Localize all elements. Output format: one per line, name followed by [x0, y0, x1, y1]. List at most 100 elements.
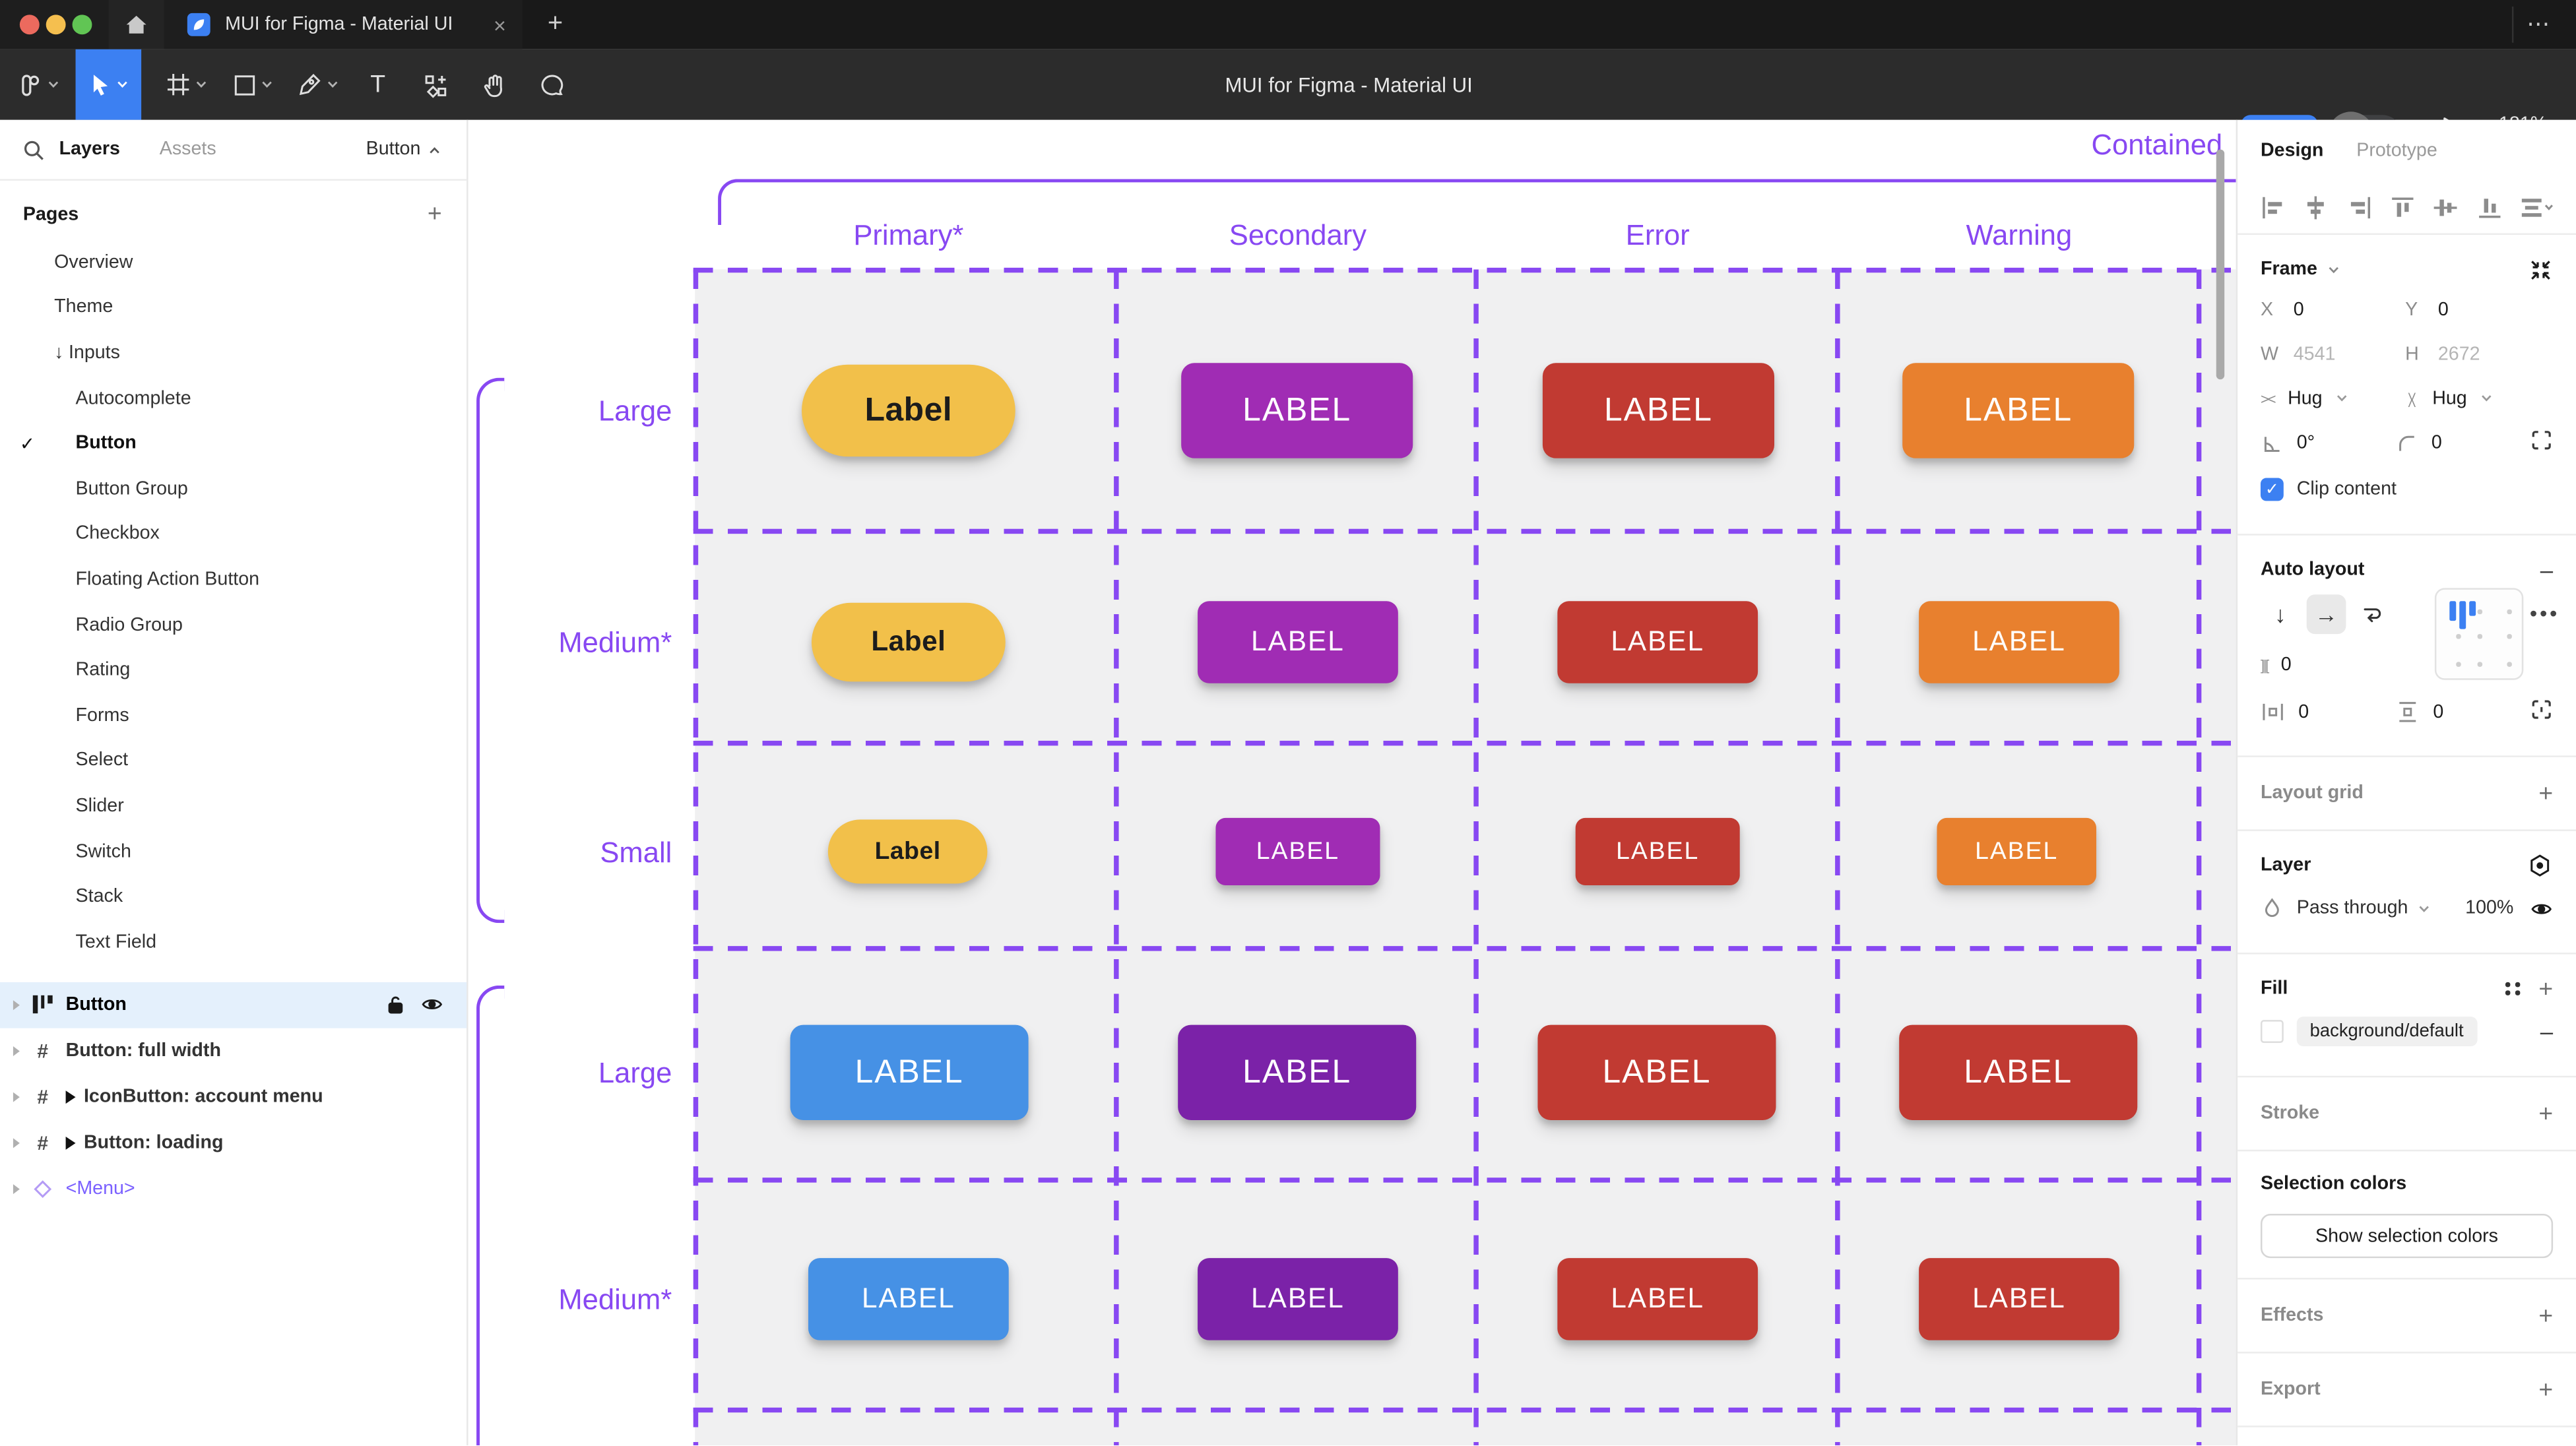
- main-menu-button[interactable]: [13, 49, 63, 120]
- align-bottom-icon[interactable]: [2475, 193, 2503, 221]
- tab-assets[interactable]: Assets: [159, 139, 216, 160]
- page-item-rating[interactable]: Rating: [0, 648, 467, 693]
- blend-mode-dropdown[interactable]: Pass through: [2296, 898, 2408, 918]
- canvas-button[interactable]: LABEL: [1919, 601, 2119, 683]
- canvas-button[interactable]: Label: [827, 819, 988, 884]
- vertical-resizing-dropdown[interactable]: >< Hug: [2404, 389, 2550, 408]
- page-item-checkbox[interactable]: Checkbox: [0, 512, 467, 557]
- add-export-button[interactable]: +: [2538, 1375, 2554, 1404]
- tab-design[interactable]: Design: [2260, 140, 2324, 160]
- align-top-icon[interactable]: [2389, 193, 2416, 221]
- expand-caret-icon[interactable]: [13, 999, 20, 1009]
- add-stroke-button[interactable]: +: [2538, 1099, 2554, 1128]
- frame-title[interactable]: Contained: [2091, 128, 2223, 162]
- new-tab-button[interactable]: +: [547, 9, 564, 38]
- align-left-icon[interactable]: [2259, 193, 2286, 221]
- fill-color-swatch[interactable]: [2260, 1020, 2284, 1044]
- canvas-scrollbar[interactable]: [2216, 149, 2225, 380]
- horizontal-padding-field[interactable]: 0: [2261, 700, 2395, 724]
- search-icon[interactable]: [23, 139, 44, 160]
- page-selector-dropdown[interactable]: Button: [366, 140, 441, 160]
- visibility-eye-icon[interactable]: [420, 995, 443, 1013]
- remove-fill-button[interactable]: –: [2540, 1018, 2554, 1045]
- canvas-button[interactable]: LABEL: [1215, 817, 1380, 886]
- layer-row-iconbutton-account-menu[interactable]: # IconButton: account menu: [0, 1073, 467, 1119]
- page-item-switch[interactable]: Switch: [0, 829, 467, 875]
- canvas-button[interactable]: LABEL: [1537, 1024, 1776, 1121]
- canvas-button[interactable]: LABEL: [1937, 817, 2096, 886]
- layer-opacity-value[interactable]: 100%: [2465, 898, 2514, 918]
- canvas-button[interactable]: LABEL: [808, 1258, 1009, 1340]
- minimize-window-button[interactable]: [46, 15, 66, 35]
- page-item-inputs[interactable]: ↓Inputs: [0, 330, 467, 376]
- frame-section-title[interactable]: Frame: [2260, 259, 2317, 280]
- canvas-button[interactable]: Label: [811, 602, 1006, 682]
- frame-tool[interactable]: [158, 49, 214, 120]
- pen-tool[interactable]: [289, 49, 345, 120]
- maximize-window-button[interactable]: [72, 15, 92, 35]
- alignment-widget[interactable]: [2434, 588, 2524, 680]
- layout-vertical-button[interactable]: ↓: [2274, 601, 2286, 628]
- rotation-field[interactable]: 0°: [2261, 431, 2395, 455]
- fill-style-chip[interactable]: background/default: [2296, 1017, 2477, 1047]
- page-item-button-group[interactable]: Button Group: [0, 466, 467, 512]
- unlock-icon[interactable]: [385, 993, 406, 1015]
- page-item-text-field[interactable]: Text Field: [0, 920, 467, 965]
- canvas-button[interactable]: Label: [802, 364, 1015, 457]
- layout-horizontal-button[interactable]: →: [2306, 594, 2346, 635]
- layer-row-button-loading[interactable]: # Button: loading: [0, 1119, 467, 1166]
- canvas-button[interactable]: LABEL: [1198, 601, 1398, 683]
- canvas-button[interactable]: LABEL: [1198, 1258, 1398, 1340]
- page-item-radio-group[interactable]: Radio Group: [0, 602, 467, 648]
- align-vertical-center-icon[interactable]: [2432, 193, 2460, 221]
- canvas[interactable]: Contained Primary* Secondary Error Warni…: [468, 119, 2236, 1446]
- vertical-padding-field[interactable]: 0: [2395, 700, 2530, 724]
- shape-tool[interactable]: [225, 49, 281, 120]
- page-item-slider[interactable]: Slider: [0, 784, 467, 829]
- tab-prototype[interactable]: Prototype: [2356, 140, 2437, 160]
- show-selection-colors-button[interactable]: Show selection colors: [2260, 1213, 2554, 1259]
- expand-caret-icon[interactable]: [13, 1091, 20, 1102]
- canvas-button[interactable]: LABEL: [790, 1024, 1029, 1121]
- auto-layout-more-options[interactable]: •••: [2529, 601, 2560, 626]
- individual-padding-button[interactable]: [2530, 698, 2553, 726]
- item-spacing-field[interactable]: ]|[ 0: [2261, 654, 2405, 674]
- page-item-button[interactable]: ✓Button: [0, 421, 467, 466]
- text-tool[interactable]: T: [355, 49, 401, 120]
- move-tool-selected[interactable]: [75, 49, 142, 120]
- align-horizontal-center-icon[interactable]: [2302, 193, 2330, 221]
- add-fill-button[interactable]: +: [2538, 974, 2554, 1003]
- horizontal-resizing-dropdown[interactable]: >< Hug: [2261, 389, 2405, 408]
- file-tab[interactable]: MUI for Figma - Material UI ×: [164, 0, 523, 49]
- tab-layers[interactable]: Layers: [59, 139, 120, 160]
- layer-row-button[interactable]: Button: [0, 981, 467, 1028]
- independent-corners-button[interactable]: [2530, 429, 2553, 456]
- page-item-theme[interactable]: Theme: [0, 285, 467, 330]
- canvas-button[interactable]: LABEL: [1902, 363, 2135, 458]
- layer-row-button-full-width[interactable]: # Button: full width: [0, 1027, 467, 1073]
- expand-caret-icon[interactable]: [13, 1137, 20, 1148]
- page-item-stack[interactable]: Stack: [0, 874, 467, 920]
- page-item-select[interactable]: Select: [0, 738, 467, 784]
- comment-tool[interactable]: [527, 49, 577, 120]
- clip-content-checkbox[interactable]: ✓: [2260, 478, 2284, 501]
- canvas-button[interactable]: LABEL: [1181, 363, 1413, 458]
- home-tab[interactable]: [108, 0, 164, 49]
- hand-tool[interactable]: [470, 49, 519, 120]
- add-effect-button[interactable]: +: [2538, 1302, 2554, 1330]
- page-item-forms[interactable]: Forms: [0, 693, 467, 739]
- remove-auto-layout-button[interactable]: –: [2540, 557, 2554, 583]
- canvas-button[interactable]: LABEL: [1178, 1024, 1417, 1121]
- page-item-autocomplete[interactable]: Autocomplete: [0, 376, 467, 422]
- layer-visibility-eye-icon[interactable]: [2530, 899, 2553, 917]
- window-more-menu[interactable]: ⋯: [2527, 9, 2552, 36]
- blend-mode-icon[interactable]: [2527, 852, 2553, 879]
- expand-caret-icon[interactable]: [13, 1045, 20, 1055]
- canvas-button[interactable]: LABEL: [1575, 817, 1740, 886]
- close-window-button[interactable]: [19, 15, 40, 35]
- add-layout-grid-button[interactable]: +: [2538, 779, 2554, 807]
